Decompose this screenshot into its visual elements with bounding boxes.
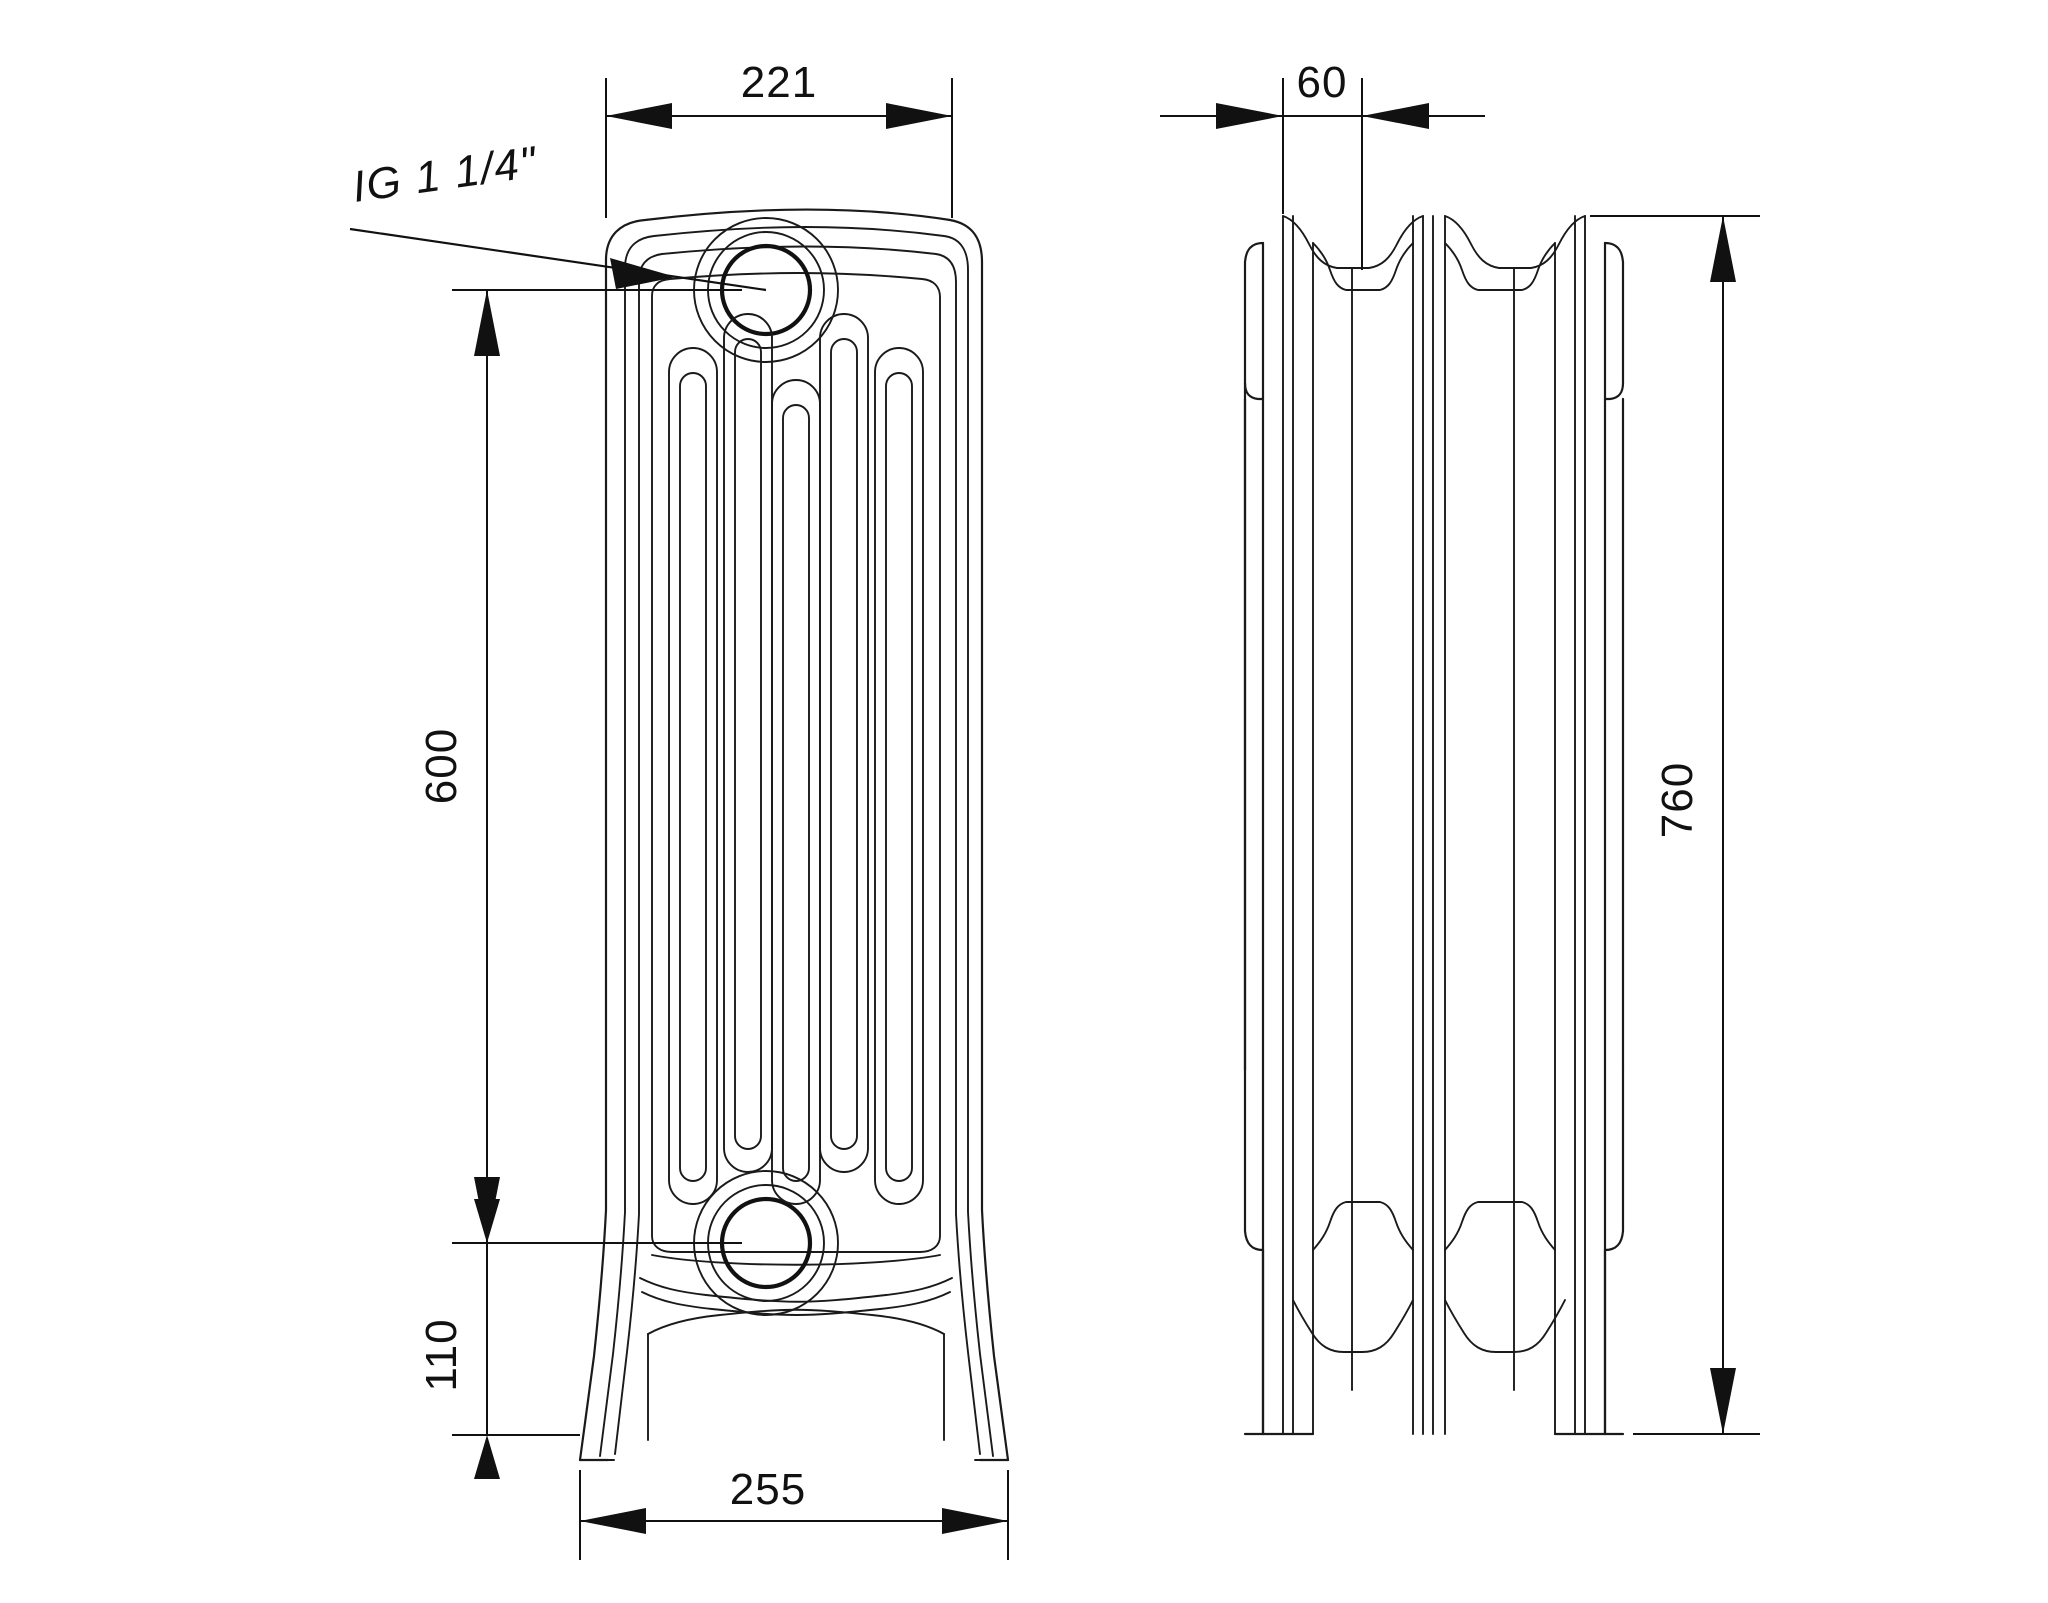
arrow-head: [610, 258, 676, 289]
dimension-760-label: 760: [1653, 762, 1702, 838]
dimension-60: 60: [1160, 58, 1485, 270]
front-face-panel: [651, 272, 941, 1253]
arrow-head: [1710, 216, 1736, 282]
arrow-head: [1362, 103, 1429, 129]
front-elevation-view: [578, 208, 1010, 1462]
side-upper-shoulder: [1312, 242, 1556, 291]
arrow-head: [942, 1508, 1008, 1534]
dimension-110-label: 110: [417, 1318, 466, 1391]
dimension-255-label: 255: [730, 1465, 806, 1514]
dimension-760: 760: [1590, 215, 1760, 1435]
dimension-600-label: 600: [417, 728, 466, 804]
front-column-ribs: [668, 313, 924, 1205]
front-outer-body: [578, 208, 1010, 1462]
side-outer-walls: [1261, 215, 1607, 1436]
arrow-head: [886, 103, 952, 129]
dimension-60-label: 60: [1297, 58, 1348, 107]
side-bottom-profile: [1243, 1299, 1625, 1436]
side-right-flange: [1603, 241, 1625, 1436]
dimension-221-label: 221: [741, 58, 817, 107]
arrow-head: [580, 1508, 646, 1534]
arrow-head: [474, 1435, 500, 1479]
arrow-head: [1710, 1368, 1736, 1434]
dimension-600: 600: [417, 289, 742, 1244]
dimension-110: 110: [417, 1199, 580, 1479]
upper-port: [693, 217, 839, 363]
front-base-feet: [578, 1254, 1010, 1462]
side-elevation-view: [1243, 215, 1625, 1436]
arrow-head: [474, 290, 500, 356]
arrow-head: [474, 1199, 500, 1243]
side-lower-shoulder: [1312, 1201, 1556, 1251]
side-left-flange: [1243, 241, 1265, 1436]
dimension-255: 255: [579, 1465, 1009, 1560]
arrow-head: [606, 103, 672, 129]
arrow-head: [1216, 103, 1283, 129]
thread-callout-label: IG 1 1/4": [350, 137, 542, 211]
dimension-221: 221: [605, 58, 953, 218]
side-top-profile: [1282, 215, 1586, 1435]
